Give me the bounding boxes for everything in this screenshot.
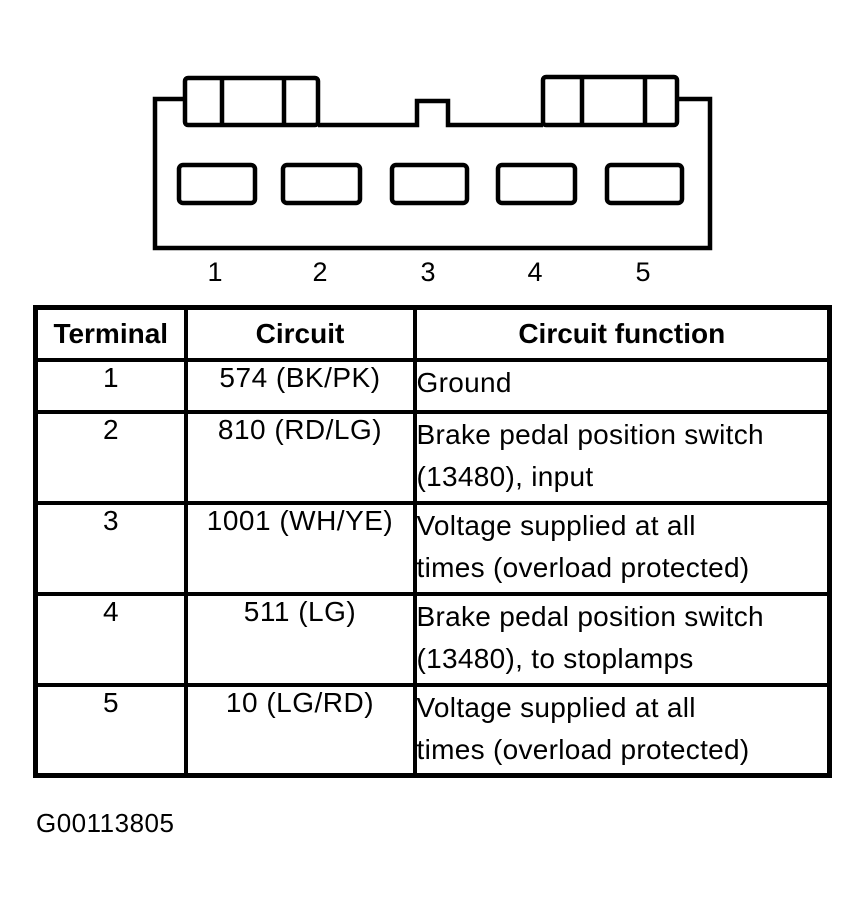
pin-slot-3 bbox=[389, 162, 470, 206]
connector-body-outline bbox=[152, 96, 713, 251]
circuit-cell: 10 (LG/RD) bbox=[183, 682, 417, 778]
circuit-cell: 511 (LG) bbox=[183, 591, 417, 687]
table-row: 2 810 (RD/LG) Brake pedal position switc… bbox=[33, 409, 832, 505]
connector-diagram bbox=[152, 74, 713, 251]
terminal-cell: 1 bbox=[33, 357, 188, 414]
table-header-circuit: Circuit bbox=[183, 305, 417, 362]
pin-label-3: 3 bbox=[420, 257, 436, 287]
function-cell: Voltage supplied at all times (overload … bbox=[412, 500, 832, 596]
table-header-function: Circuit function bbox=[412, 305, 832, 362]
connector-tab-left bbox=[182, 75, 321, 128]
table-row: 3 1001 (WH/YE) Voltage supplied at all t… bbox=[33, 500, 832, 596]
pin-slot-4 bbox=[495, 162, 578, 206]
function-cell: Brake pedal position switch (13480), to … bbox=[412, 591, 832, 687]
circuit-cell: 1001 (WH/YE) bbox=[183, 500, 417, 596]
terminal-cell: 5 bbox=[33, 682, 188, 778]
pin-label-5: 5 bbox=[635, 257, 651, 287]
table-row: 4 511 (LG) Brake pedal position switch (… bbox=[33, 591, 832, 687]
pin-label-1: 1 bbox=[207, 257, 223, 287]
figure-id-label: G00113805 bbox=[36, 808, 175, 838]
function-cell: Voltage supplied at all times (overload … bbox=[412, 682, 832, 778]
connector-tab-right bbox=[540, 74, 680, 128]
function-cell: Ground bbox=[412, 357, 832, 414]
terminal-cell: 4 bbox=[33, 591, 188, 687]
pin-slot-1 bbox=[176, 162, 258, 206]
circuit-cell: 574 (BK/PK) bbox=[183, 357, 417, 414]
pin-slot-2 bbox=[280, 162, 363, 206]
table-header-terminal: Terminal bbox=[33, 305, 188, 362]
pin-label-2: 2 bbox=[312, 257, 328, 287]
pin-label-4: 4 bbox=[527, 257, 543, 287]
table-header-row: Terminal Circuit Circuit function bbox=[33, 305, 832, 362]
terminal-cell: 2 bbox=[33, 409, 188, 505]
pin-slot-5 bbox=[604, 162, 685, 206]
function-cell: Brake pedal position switch (13480), inp… bbox=[412, 409, 832, 505]
pinout-table: Terminal Circuit Circuit function 1 574 … bbox=[33, 305, 832, 778]
connector-notch bbox=[318, 98, 543, 128]
circuit-cell: 810 (RD/LG) bbox=[183, 409, 417, 505]
table-row: 5 10 (LG/RD) Voltage supplied at all tim… bbox=[33, 682, 832, 778]
table-row: 1 574 (BK/PK) Ground bbox=[33, 357, 832, 414]
terminal-cell: 3 bbox=[33, 500, 188, 596]
